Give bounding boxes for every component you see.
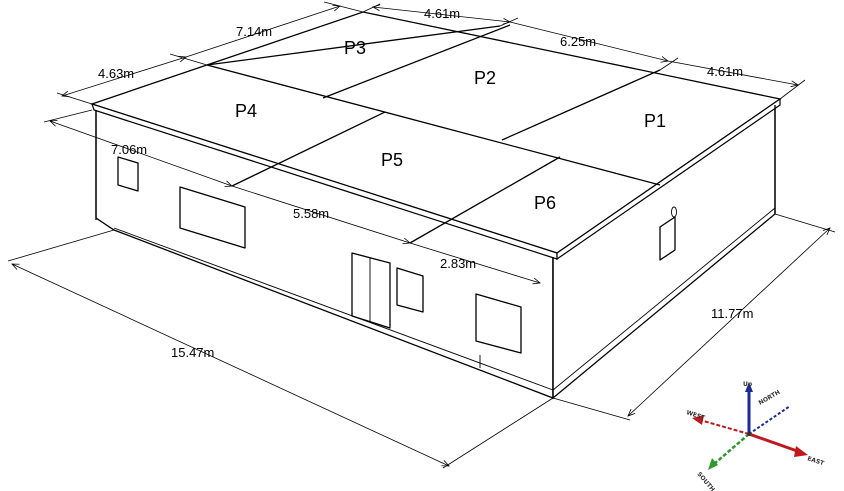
- compass-rose: Up NORTH EAST WEST SOUTH: [685, 381, 825, 491]
- dim-top-c: [667, 60, 798, 85]
- zone-label-p6: P6: [534, 193, 556, 213]
- dim-width: [628, 228, 830, 416]
- ext-line-inner-1: [43, 109, 93, 123]
- east-vent: [671, 206, 677, 218]
- ext-line-6: [659, 57, 679, 71]
- ext-line-width-2: [774, 213, 836, 233]
- zone-label-p1: P1: [644, 111, 666, 131]
- compass-label-up: Up: [743, 381, 753, 388]
- west-axis: [699, 419, 750, 435]
- dim-top-a: [373, 7, 510, 22]
- roof-divider-center: [206, 64, 661, 186]
- north-axis: [748, 405, 791, 435]
- roof-fascia-east: [556, 97, 781, 261]
- south-arrow-icon: [708, 458, 718, 470]
- dim-label-left-a: 7.14m: [236, 24, 272, 39]
- building: [89, 11, 782, 400]
- dim-inner-a: [50, 121, 232, 186]
- ext-line-width-1: [552, 397, 631, 421]
- dim-left-a: [185, 6, 340, 58]
- compass-label-north: NORTH: [758, 389, 782, 407]
- dim-label-left-b: 4.63m: [98, 66, 134, 81]
- dim-label-inner-c: 2.83m: [440, 256, 476, 271]
- dim-label-top-a: 4.61m: [424, 6, 460, 21]
- dimension-lines: [7, 1, 836, 469]
- up-arrow-icon: [745, 382, 753, 392]
- compass-label-south: SOUTH: [695, 471, 715, 491]
- roof-divider-p5p6: [409, 156, 561, 244]
- dim-length: [12, 264, 449, 466]
- roof-divider-north: [206, 25, 501, 66]
- ext-line-long-1: [7, 229, 115, 262]
- ext-line-2: [169, 53, 208, 66]
- dim-inner-b: [231, 185, 410, 243]
- dim-label-width: 11.77m: [711, 306, 753, 321]
- zone-label-p5: P5: [381, 150, 403, 170]
- dim-label-inner-b: 5.58m: [293, 206, 329, 221]
- dimension-labels: 7.14m 4.63m 4.61m 6.25m 4.61m 7.06m 5.58…: [98, 6, 753, 360]
- compass-origin: [747, 432, 751, 436]
- dim-inner-c: [409, 242, 540, 283]
- roof-divider-p2p1: [501, 69, 661, 141]
- ext-line-3: [323, 1, 364, 13]
- dim-label-inner-a: 7.06m: [111, 142, 147, 157]
- east-arrow-icon: [794, 446, 808, 457]
- window-south-4: [475, 293, 522, 354]
- dim-label-length: 15.47m: [171, 345, 214, 360]
- dim-left-b: [62, 57, 186, 96]
- ext-line-1: [56, 92, 93, 105]
- zone-label-p2: P2: [474, 68, 496, 88]
- dim-top-b: [509, 21, 668, 61]
- west-arrow-icon: [692, 415, 704, 425]
- roof-divider-p4p5: [231, 111, 386, 187]
- compass-label-east: EAST: [806, 455, 825, 467]
- ext-line-long-2: [442, 397, 554, 469]
- dim-label-top-b: 6.25m: [560, 34, 596, 49]
- zone-label-p3: P3: [344, 38, 366, 58]
- ext-line-7: [779, 79, 806, 100]
- dim-label-top-c: 4.61m: [707, 64, 743, 79]
- window-south-2: [179, 186, 246, 249]
- east-axis: [748, 432, 801, 454]
- zone-label-p4: P4: [235, 101, 257, 121]
- roof-divider-p3p2: [322, 24, 511, 99]
- zone-labels: P3 P2 P1 P4 P5 P6: [235, 38, 666, 213]
- ext-line-4: [362, 3, 381, 13]
- south-axis: [713, 433, 750, 465]
